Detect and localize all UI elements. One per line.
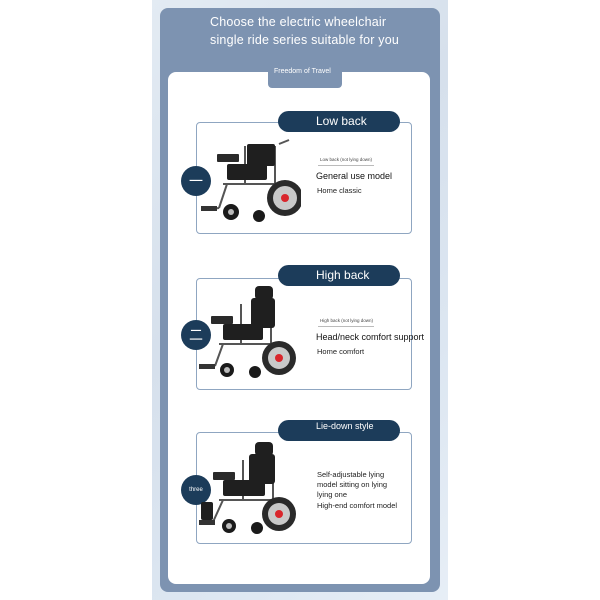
small-label-high-back: High back (not lying down) (320, 318, 374, 323)
pill-high-back: High back (278, 265, 400, 286)
divider-low-back (318, 165, 374, 166)
pill-lie-down: Lie-down style (278, 420, 400, 441)
subtitle-high-back: Home comfort (317, 347, 365, 356)
subtitle-low-back: Home classic (317, 186, 362, 195)
marker-one: 一 (181, 166, 211, 196)
marker-two: 二 (181, 320, 211, 350)
description-lie-down: Self-adjustable lying model sitting on l… (317, 470, 388, 499)
title-low-back: General use model (316, 171, 393, 181)
title-lie-down: High-end comfort model (317, 501, 398, 510)
marker-three: three (181, 475, 211, 505)
wheelchair-image-lie-down (199, 442, 296, 534)
wheelchair-image-low-back (201, 139, 301, 222)
wheelchair-image-high-back (199, 286, 296, 378)
small-label-low-back: Low back (not lying down) (320, 157, 373, 162)
freedom-badge: Freedom of Travel (268, 64, 342, 88)
divider-high-back (318, 326, 374, 327)
title-high-back: Head/neck comfort support (316, 332, 425, 342)
pill-low-back: Low back (278, 111, 400, 132)
page-headline: Choose the electric wheelchair single ri… (210, 15, 400, 47)
